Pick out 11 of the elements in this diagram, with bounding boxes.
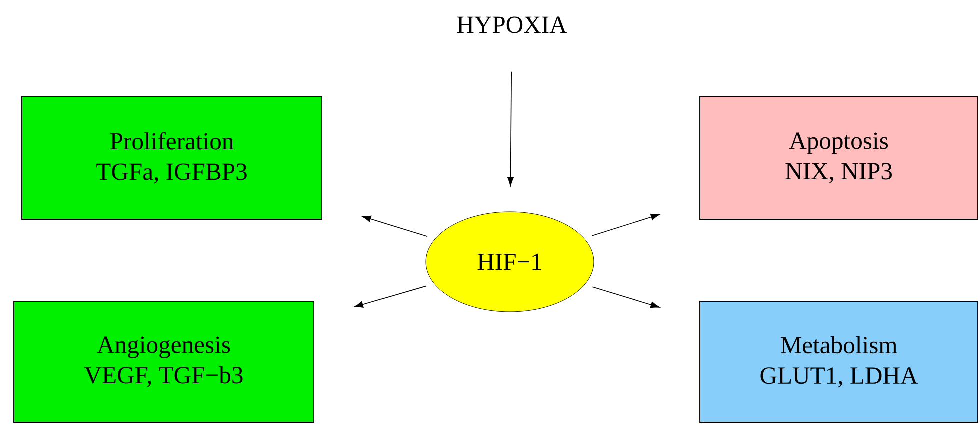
process-box: Apoptosis NIX, NIP3	[700, 96, 978, 220]
arrow	[362, 216, 428, 238]
title-text: HYPOXIA	[457, 16, 568, 34]
arrow	[507, 71, 514, 186]
process-box: Metabolism GLUT1, LDHA	[700, 301, 978, 423]
arrow	[592, 214, 660, 236]
process-box: Proliferation TGFa, IGFBP3	[22, 96, 322, 220]
arrow	[354, 286, 427, 308]
process-box: Angiogenesis VEGF, TGF−b3	[14, 301, 314, 423]
ellipse-node: HIF−1	[426, 212, 594, 312]
arrow	[592, 286, 660, 308]
